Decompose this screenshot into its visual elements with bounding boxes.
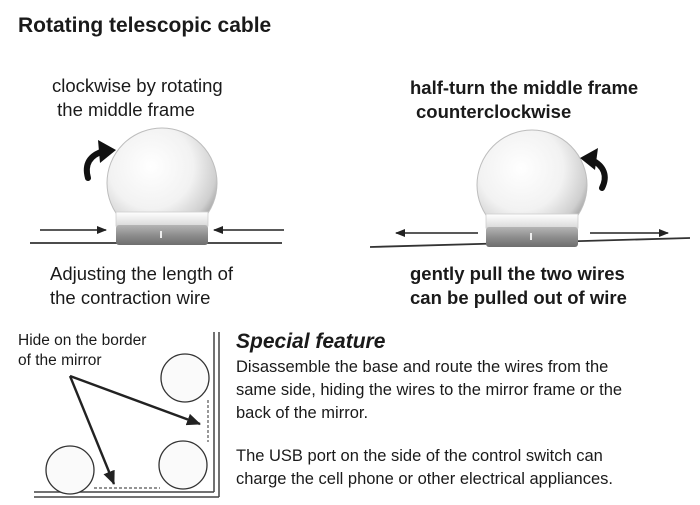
mirror-label-line2: of the mirror [18,352,102,369]
left-top-caption-line2: the middle frame [52,99,195,120]
feature-para2-line2: charge the cell phone or other electrica… [236,470,613,488]
left-bottom-caption-line1: Adjusting the length of [50,263,234,284]
mirror-bulb-bottom-right [158,440,208,490]
left-bulb [106,127,218,245]
counterclockwise-rotate-arrow-icon [580,148,608,191]
feature-para1-line3: back of the mirror. [236,404,369,422]
mirror-label-line1: Hide on the border [18,332,147,349]
page-title: Rotating telescopic cable [18,14,272,37]
right-bulb [476,129,588,247]
mirror-bulb-bottom-left [45,445,95,495]
special-feature-heading: Special feature [236,330,386,353]
right-top-caption-line2: counterclockwise [416,101,572,122]
feature-para1-line2: same side, hiding the wires to the mirro… [236,381,623,399]
clockwise-rotate-arrow-icon [83,140,116,181]
right-bottom-caption-line2: can be pulled out of wire [410,287,627,308]
mirror-bulb-top-right [160,353,210,403]
left-bottom-caption-line2: the contraction wire [50,287,211,308]
pointer-arrow-to-bottom [68,375,116,485]
left-top-caption-line1: clockwise by rotating [52,75,223,96]
feature-para1-line1: Disassemble the base and route the wires… [236,358,609,376]
feature-para2-line1: The USB port on the side of the control … [236,447,603,465]
right-bottom-caption-line1: gently pull the two wires [410,263,625,284]
right-top-caption-line1: half-turn the middle frame [410,77,639,98]
pointer-arrow-to-side [69,374,201,426]
